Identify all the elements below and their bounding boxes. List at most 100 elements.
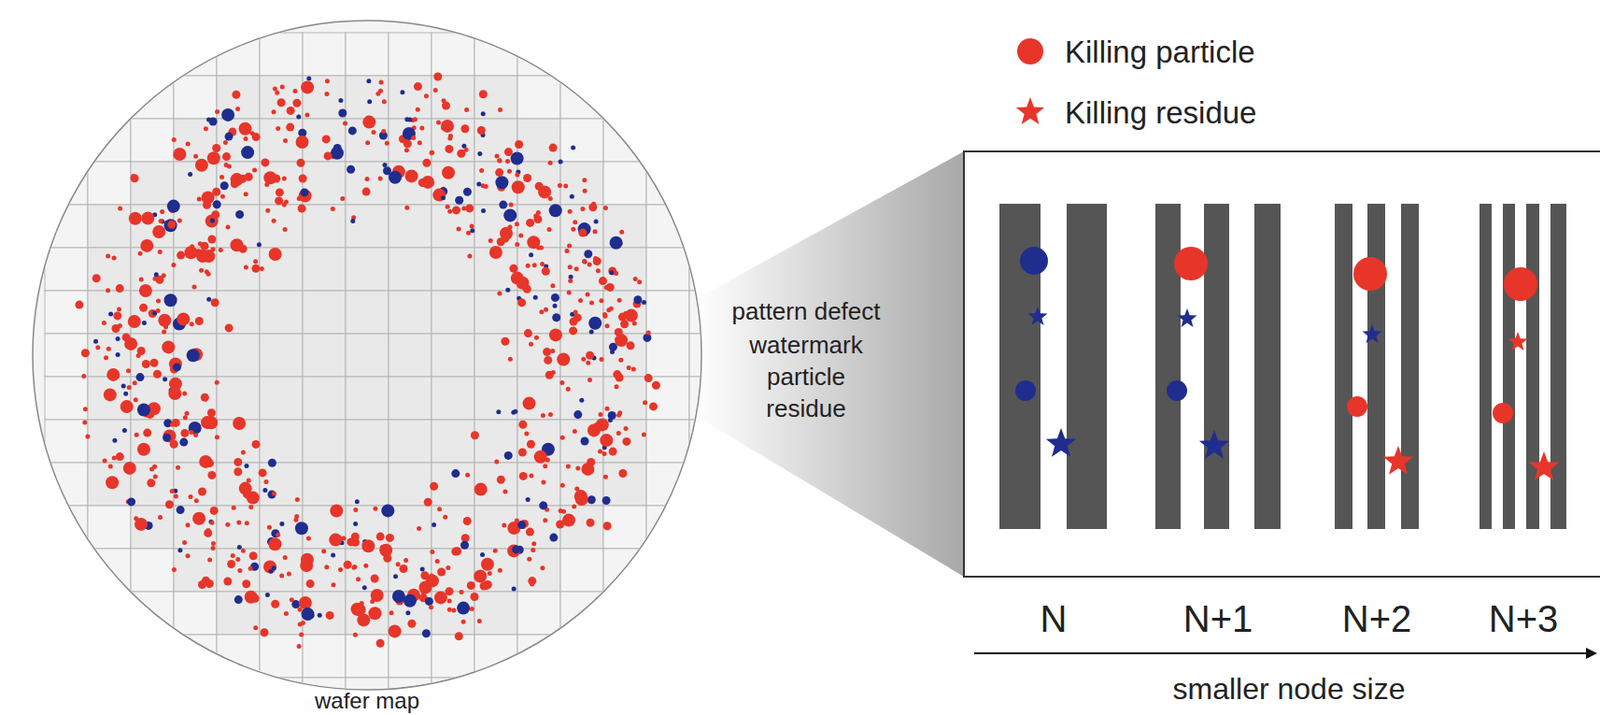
defect-dot — [518, 233, 524, 239]
defect-dot — [599, 356, 605, 362]
die-cell — [560, 634, 604, 678]
defect-dot — [353, 507, 358, 512]
die-cell — [474, 204, 518, 248]
defect-dot — [461, 619, 467, 624]
defect-dot — [324, 151, 333, 160]
die-cell — [345, 290, 389, 334]
defect-dot — [167, 199, 181, 213]
defect-dot — [306, 579, 315, 588]
defect-dot — [602, 451, 608, 456]
defect-dot — [330, 206, 336, 212]
defect-dot — [141, 359, 151, 369]
defect-dot — [248, 566, 254, 571]
die-cell — [517, 419, 561, 463]
defect-dot — [113, 369, 119, 375]
defect-dot — [201, 576, 211, 585]
defect-dot — [440, 126, 446, 131]
figure-label: wafer map — [314, 689, 420, 712]
die-cell — [259, 161, 303, 205]
die-cell — [689, 634, 733, 678]
defect-dot — [207, 151, 221, 165]
defect-dot — [74, 300, 84, 310]
die-cell — [44, 419, 88, 463]
defect-dot — [562, 513, 576, 527]
die-cell — [302, 290, 346, 334]
defect-dot — [286, 106, 296, 115]
residue-defect — [1046, 427, 1077, 457]
defect-dot — [578, 297, 583, 303]
die-cell — [517, 505, 561, 549]
defect-dot — [201, 190, 215, 204]
defect-dot — [598, 276, 608, 285]
die-cell — [216, 32, 260, 76]
die-cell — [517, 161, 561, 205]
defect-dot — [224, 162, 229, 168]
defect-dot — [618, 312, 627, 322]
defect-dot — [451, 607, 456, 612]
defect-dot — [534, 450, 548, 464]
defect-dot — [124, 337, 138, 351]
defect-dot — [235, 556, 241, 562]
defect-dot — [514, 221, 520, 227]
die-cell — [44, 32, 88, 76]
defect-dot — [516, 276, 530, 290]
defect-dot — [106, 346, 112, 352]
die-cell — [517, 462, 561, 506]
defect-dot — [465, 203, 474, 213]
defect-dot — [549, 327, 563, 341]
die-cell — [646, 677, 690, 715]
zoom-funnel — [695, 151, 964, 577]
defect-dot — [581, 258, 587, 264]
defect-dot — [441, 166, 455, 180]
defect-dot — [243, 265, 249, 270]
die-cell — [517, 548, 561, 592]
defect-dot — [105, 253, 111, 258]
die-cell — [431, 32, 475, 76]
defect-dot — [504, 147, 513, 156]
defect-type: residue — [765, 396, 846, 421]
die-cell — [345, 204, 389, 248]
die-cell — [646, 32, 690, 76]
defect-dot — [153, 369, 162, 379]
defect-dot — [182, 391, 187, 397]
defect-dot — [269, 568, 274, 574]
defect-dot — [545, 370, 554, 380]
die-cell — [130, 118, 174, 162]
defect-dot — [165, 499, 174, 509]
defect-dot — [620, 319, 629, 328]
defect-dot — [283, 138, 288, 143]
defect-dot — [198, 454, 213, 468]
die-cell — [216, 161, 260, 205]
die-cell — [259, 634, 303, 678]
defect-dot — [542, 463, 548, 468]
defect-dot — [566, 464, 571, 469]
defect-dot — [505, 287, 510, 293]
defect-dot — [381, 128, 386, 134]
defect-dot — [535, 182, 544, 191]
die-cell — [259, 591, 303, 635]
defect-dot — [519, 471, 528, 481]
die-cell — [87, 204, 131, 248]
defect-dot — [526, 439, 536, 449]
defect-dot — [282, 176, 287, 182]
defect-dot — [463, 187, 472, 197]
defect-dot — [341, 536, 347, 541]
defect-dot — [594, 422, 599, 427]
die-cell — [689, 419, 733, 463]
defect-dot — [365, 176, 370, 182]
defect-dot — [517, 520, 526, 529]
die-cell — [388, 462, 432, 506]
defect-dot — [437, 506, 442, 511]
defect-dot — [117, 206, 123, 212]
defect-dot — [83, 406, 88, 411]
defect-dot — [137, 442, 151, 456]
die-cell — [517, 75, 561, 119]
defect-dot — [226, 559, 236, 568]
defect-dot — [105, 287, 111, 293]
defect-dot — [618, 357, 624, 363]
defect-dot — [429, 481, 439, 491]
defect-dot — [116, 307, 122, 312]
defect-dot — [138, 251, 143, 256]
defect-dot — [137, 346, 146, 355]
die-cell — [173, 161, 217, 205]
